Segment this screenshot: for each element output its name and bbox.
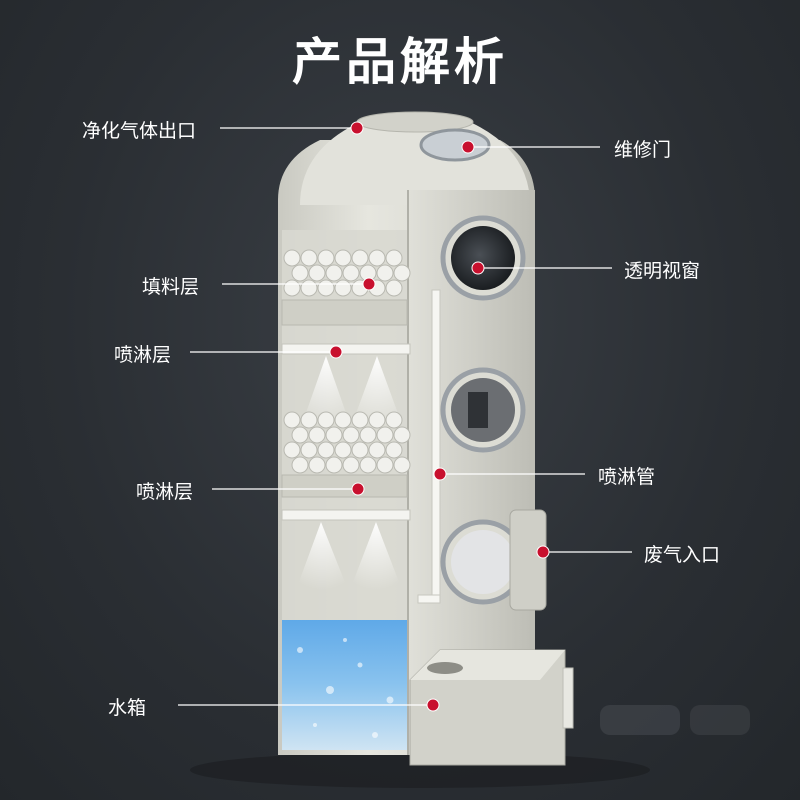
packing-ball — [342, 426, 360, 444]
packing-ball — [308, 456, 326, 474]
spray-pipe-vertical — [431, 289, 441, 601]
bubble — [326, 686, 334, 694]
packing-ball — [291, 456, 309, 474]
bubble — [386, 696, 394, 704]
packing-ball — [351, 411, 369, 429]
packing-ball — [368, 411, 386, 429]
label-spray-layer-1: 喷淋层 — [114, 344, 172, 366]
packing-ball — [376, 426, 394, 444]
packing-ball — [368, 441, 386, 459]
spray-bar-upper — [281, 343, 411, 355]
packing-ball — [300, 279, 318, 297]
bubble — [343, 638, 347, 642]
packing-ball — [393, 426, 411, 444]
packing-ball — [359, 456, 377, 474]
packing-ball — [317, 441, 335, 459]
marker-spray-layer-2 — [351, 482, 365, 496]
packing-ball — [291, 264, 309, 282]
spray-cone-2 — [350, 356, 404, 430]
packing-grid-upper — [281, 299, 408, 326]
packing-ball — [351, 249, 369, 267]
packing-ball — [300, 441, 318, 459]
label-packing-layer: 填料层 — [142, 276, 200, 298]
packing-ball — [325, 426, 343, 444]
spray-cone-3 — [296, 522, 348, 590]
label-exhaust-inlet: 废气入口 — [644, 544, 721, 566]
packing-ball — [317, 249, 335, 267]
spray-cone-1 — [300, 356, 352, 430]
spray-cone-4 — [350, 522, 402, 590]
packing-ball — [325, 264, 343, 282]
marker-spray-layer-1 — [329, 345, 343, 359]
page-title: 产品解析 — [292, 33, 508, 91]
marker-clean-gas-outlet — [350, 121, 364, 135]
label-maintenance-door: 维修门 — [614, 139, 672, 161]
tank-pipe — [562, 667, 574, 729]
packing-ball — [376, 456, 394, 474]
packing-balls-lower — [283, 411, 411, 474]
packing-ball — [368, 249, 386, 267]
packing-ball — [308, 264, 326, 282]
point-markers — [329, 121, 550, 712]
bubble — [372, 732, 378, 738]
marker-packing-layer — [362, 277, 376, 291]
exhaust-inlet-pipe — [509, 509, 547, 611]
maintenance-door-shape — [419, 128, 491, 162]
packing-grid-lower — [281, 474, 408, 498]
packing-ball — [385, 441, 403, 459]
packing-ball — [317, 411, 335, 429]
window-middle — [440, 367, 526, 453]
packing-balls-upper — [283, 249, 411, 297]
packing-ball — [325, 456, 343, 474]
packing-ball — [334, 441, 352, 459]
marker-water-tank — [426, 698, 440, 712]
packing-ball — [334, 279, 352, 297]
packing-ball — [283, 441, 301, 459]
window-top — [440, 215, 526, 301]
spray-pipe-elbow — [417, 594, 441, 604]
bubble — [357, 662, 363, 668]
bubble — [297, 647, 303, 653]
leader-lines — [178, 127, 632, 706]
bubble — [313, 723, 317, 727]
label-spray-pipe: 喷淋管 — [598, 466, 656, 488]
packing-ball — [342, 456, 360, 474]
packing-ball — [376, 264, 394, 282]
marker-transparent-window — [471, 261, 485, 275]
packing-ball — [283, 411, 301, 429]
packing-ball — [300, 411, 318, 429]
marker-maintenance-door — [461, 140, 475, 154]
packing-ball — [393, 456, 411, 474]
packing-ball — [385, 249, 403, 267]
spray-bar-lower — [281, 509, 411, 521]
packing-ball — [393, 264, 411, 282]
packing-ball — [342, 264, 360, 282]
packing-ball — [300, 249, 318, 267]
water-tank-opening — [427, 662, 463, 674]
label-water-tank: 水箱 — [108, 697, 147, 719]
label-spray-layer-2: 喷淋层 — [136, 481, 194, 503]
marker-spray-pipe — [433, 467, 447, 481]
window-bottom — [440, 519, 526, 605]
label-transparent-window: 透明视窗 — [624, 260, 701, 282]
marker-exhaust-inlet — [536, 545, 550, 559]
packing-ball — [291, 426, 309, 444]
packing-ball — [283, 279, 301, 297]
water-bubbles — [297, 638, 394, 738]
packing-ball — [351, 441, 369, 459]
packing-ball — [334, 411, 352, 429]
packing-ball — [359, 426, 377, 444]
packing-ball — [308, 426, 326, 444]
packing-ball — [283, 249, 301, 267]
packing-ball — [385, 411, 403, 429]
packing-ball — [317, 279, 335, 297]
label-clean-gas-outlet: 净化气体出口 — [82, 120, 197, 142]
packing-ball — [334, 249, 352, 267]
packing-ball — [385, 279, 403, 297]
